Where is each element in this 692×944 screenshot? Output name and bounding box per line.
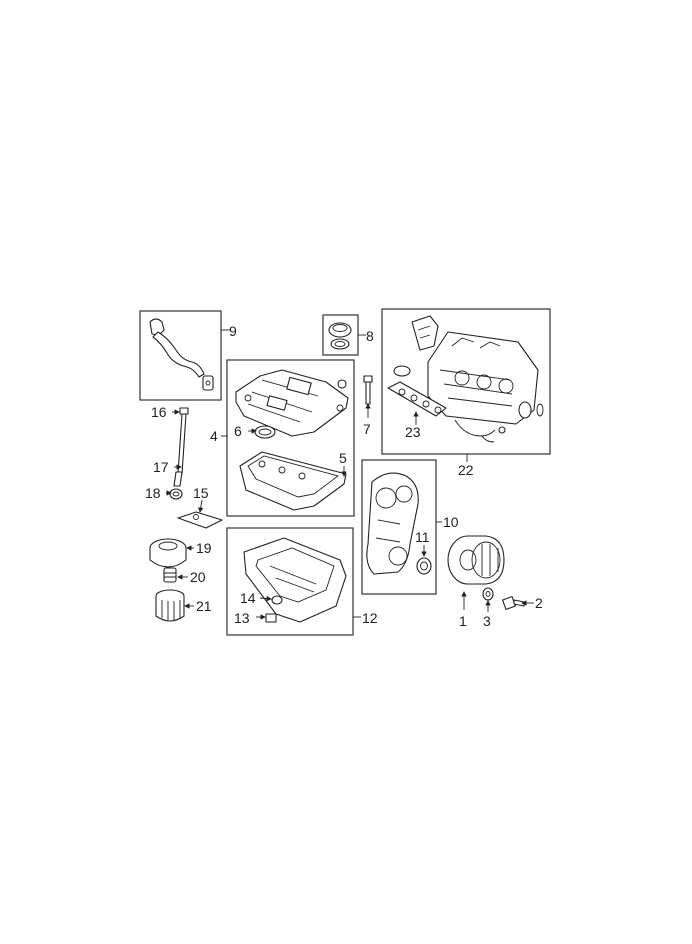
callout-23: 23	[405, 424, 421, 440]
callout-10: 10	[443, 514, 459, 530]
pulley-bolt-part	[502, 596, 525, 610]
dipstick-part	[173, 407, 189, 487]
callout-1: 1	[459, 613, 467, 629]
bolt-head-part	[337, 379, 347, 389]
timing-cover-part	[366, 472, 419, 575]
valve-cover-box	[226, 359, 355, 517]
callout-21: 21	[196, 598, 212, 614]
callout-15: 15	[193, 485, 209, 501]
o-ring-18-part	[169, 488, 183, 500]
cylinder-head-box	[381, 308, 551, 455]
drain-washer-part	[271, 595, 283, 605]
pulley-washer-part	[482, 587, 494, 601]
bolt-7-part	[363, 375, 373, 405]
callout-11: 11	[415, 529, 430, 545]
gasket-15-part	[177, 511, 223, 529]
callout-19: 19	[196, 540, 212, 556]
oil-filter-part	[155, 589, 185, 622]
callout-5: 5	[339, 450, 347, 466]
callout-22: 22	[458, 462, 474, 478]
crank-seal-part	[416, 557, 432, 575]
oil-filler-cap-part	[328, 322, 352, 350]
cylinder-head-part	[411, 315, 544, 443]
callout-13: 13	[234, 610, 250, 626]
oil-pan-part	[243, 537, 347, 623]
oil-cooler-part	[149, 538, 187, 568]
drain-plug-part	[265, 613, 277, 623]
callout-18: 18	[145, 485, 161, 501]
breather-hose-part	[149, 318, 214, 391]
breather-hose-box	[139, 310, 222, 401]
manifold-gasket-part	[387, 365, 447, 417]
callout-9: 9	[229, 323, 237, 339]
callout-2: 2	[535, 595, 543, 611]
callout-16: 16	[151, 404, 167, 420]
spark-plug-gasket-part	[254, 425, 276, 439]
callout-12: 12	[362, 610, 378, 626]
callout-14: 14	[240, 590, 256, 606]
callout-20: 20	[190, 569, 206, 585]
valve-cover-gasket-part	[239, 451, 347, 511]
callout-8: 8	[366, 328, 374, 344]
callout-6: 6	[234, 423, 242, 439]
callout-3: 3	[483, 613, 491, 629]
valve-cover-part	[235, 369, 349, 437]
crank-pulley-part	[447, 535, 505, 585]
oil-pan-box	[226, 527, 354, 636]
filter-fitting-part	[163, 567, 177, 583]
timing-cover-box	[361, 459, 437, 595]
callout-17: 17	[153, 459, 169, 475]
callout-7: 7	[363, 421, 371, 437]
callout-4: 4	[210, 428, 218, 444]
